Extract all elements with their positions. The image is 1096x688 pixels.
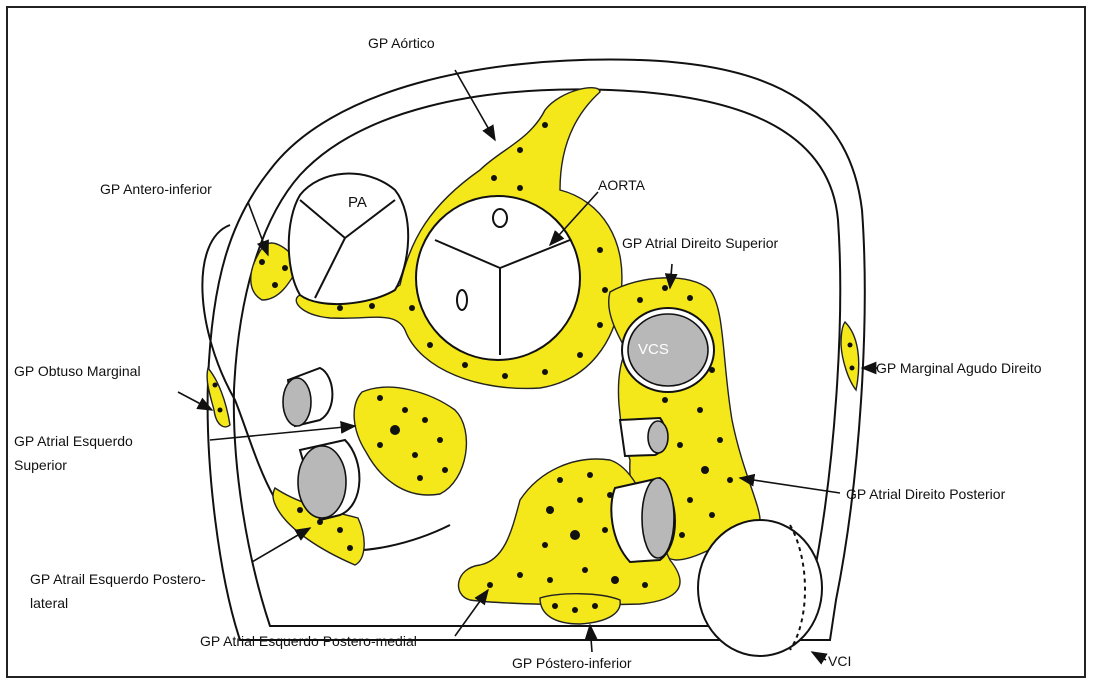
label-gp-marginal-agudo-direito: GP Marginal Agudo Direito	[876, 360, 1042, 376]
label-gp-atrial-direito-superior: GP Atrial Direito Superior	[622, 235, 778, 251]
label-gp-obtuso-marginal: GP Obtuso Marginal	[14, 363, 141, 379]
gp-obtuso-marginal-region	[207, 368, 230, 427]
gp-atrial-esquerdo-superior-region	[354, 387, 466, 495]
label-gp-atrail-esquerdo-posterolateral-line1: GP Atrail Esquerdo Postero-	[30, 571, 206, 587]
aortic-valve	[416, 196, 580, 360]
label-gp-atrail-esquerdo-posterolateral-line2: lateral	[30, 595, 68, 611]
label-aorta: AORTA	[598, 177, 646, 193]
label-gp-aortico: GP Aórtico	[368, 35, 435, 51]
vci-vessel	[698, 520, 822, 656]
gp-marginal-agudo-direito-region	[841, 322, 859, 390]
label-gp-atrial-esquerdo-superior-line2: Superior	[14, 457, 67, 473]
label-vcs: VCS	[638, 341, 669, 358]
gp-postero-inferior-region	[540, 594, 620, 624]
label-vci: VCI	[828, 653, 851, 669]
label-gp-atrial-esquerdo-posteromedial: GP Atrial Esquerdo Postero-medial	[200, 633, 417, 649]
label-gp-antero-inferior: GP Antero-inferior	[100, 181, 212, 197]
label-gp-atrial-direito-posterior: GP Atrial Direito Posterior	[846, 486, 1006, 502]
label-gp-atrial-esquerdo-superior-line1: GP Atrial Esquerdo	[14, 433, 133, 449]
label-gp-postero-inferior: GP Póstero-inferior	[512, 655, 632, 671]
label-pa: PA	[348, 194, 367, 211]
